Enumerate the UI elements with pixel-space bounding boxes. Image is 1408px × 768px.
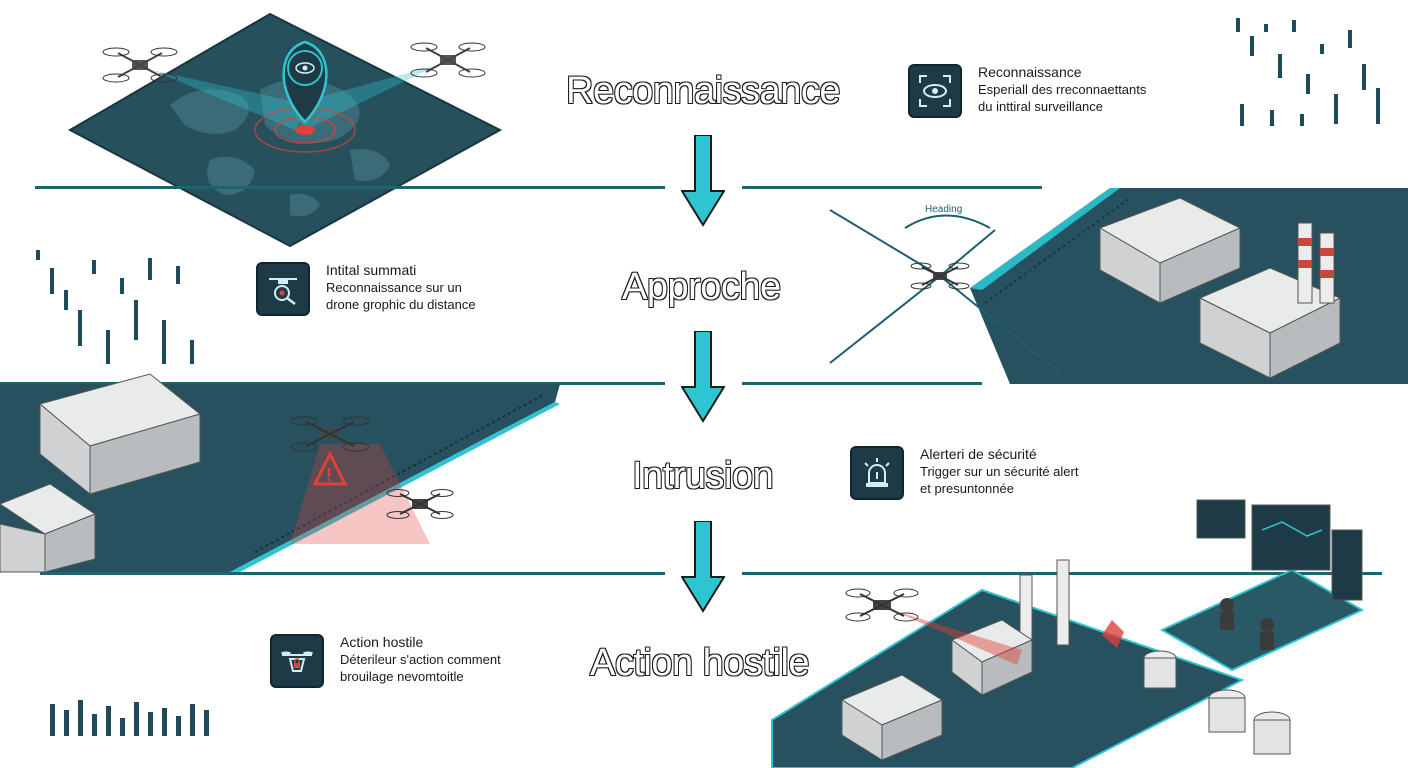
reconnaissance-map-illustration [67, 12, 503, 248]
intrusion-fence-illustration: ! [0, 373, 560, 573]
stage-title-intrusion: Intrusion [631, 454, 774, 498]
info-title: Alerteri de sécurité [920, 446, 1037, 462]
drone-icon [290, 416, 370, 452]
stage-divider [40, 572, 665, 575]
drone-icon [410, 42, 486, 78]
stage-divider [742, 186, 1042, 189]
svg-text:!: ! [326, 465, 332, 485]
info-line: Reconnaissance sur un [326, 280, 462, 295]
decorative-pixel-pattern [1230, 14, 1390, 130]
info-line: Esperiall des rreconnaettants [978, 82, 1147, 97]
drone-lock-icon [270, 634, 324, 688]
info-line: Déterileur s'action comment [340, 652, 501, 667]
stage-divider [742, 382, 982, 385]
info-line: du inttiral surveillance [978, 99, 1104, 114]
stage-title-reconnaissance: Reconnaissance [565, 69, 841, 113]
alarm-beacon-icon [850, 446, 904, 500]
stage-divider [35, 186, 665, 189]
info-line: et presuntonnée [920, 481, 1014, 496]
drone-icon [102, 47, 178, 83]
info-box-reconnaissance: Reconnaissance Esperiall des rreconnaett… [908, 64, 1146, 118]
flow-arrow-down-icon [681, 135, 725, 227]
info-title: Reconnaissance [978, 64, 1082, 80]
info-line: Trigger sur un sécurité alert [920, 464, 1079, 479]
stage-title-approche: Approche [621, 265, 782, 309]
flow-arrow-down-icon [681, 521, 725, 613]
hostile-action-plant-illustration [771, 499, 1365, 768]
stage-divider [0, 382, 665, 385]
info-box-action-hostile: Action hostile Déterileur s'action comme… [270, 634, 501, 688]
info-line: drone grophic du distance [326, 297, 476, 312]
flow-arrow-down-icon [681, 331, 725, 423]
decorative-pixel-pattern [50, 700, 220, 740]
drone-icon [845, 588, 919, 622]
drone-icon [910, 262, 970, 290]
drone-icon [386, 489, 454, 519]
info-line: brouilage nevomtoitle [340, 669, 464, 684]
info-box-intrusion: Alerteri de sécurité Trigger sur un sécu… [850, 446, 1078, 500]
eye-scan-icon [908, 64, 962, 118]
decorative-pixel-pattern [32, 250, 202, 370]
stage-title-action-hostile: Action hostile [589, 641, 810, 685]
heading-label: Heading [925, 204, 962, 215]
approach-facility-illustration: Heading [829, 188, 1408, 384]
info-box-approche: Intital summati Reconnaissance sur un dr… [256, 262, 476, 316]
drone-target-icon [256, 262, 310, 316]
info-title: Intital summati [326, 262, 417, 278]
info-title: Action hostile [340, 634, 424, 650]
